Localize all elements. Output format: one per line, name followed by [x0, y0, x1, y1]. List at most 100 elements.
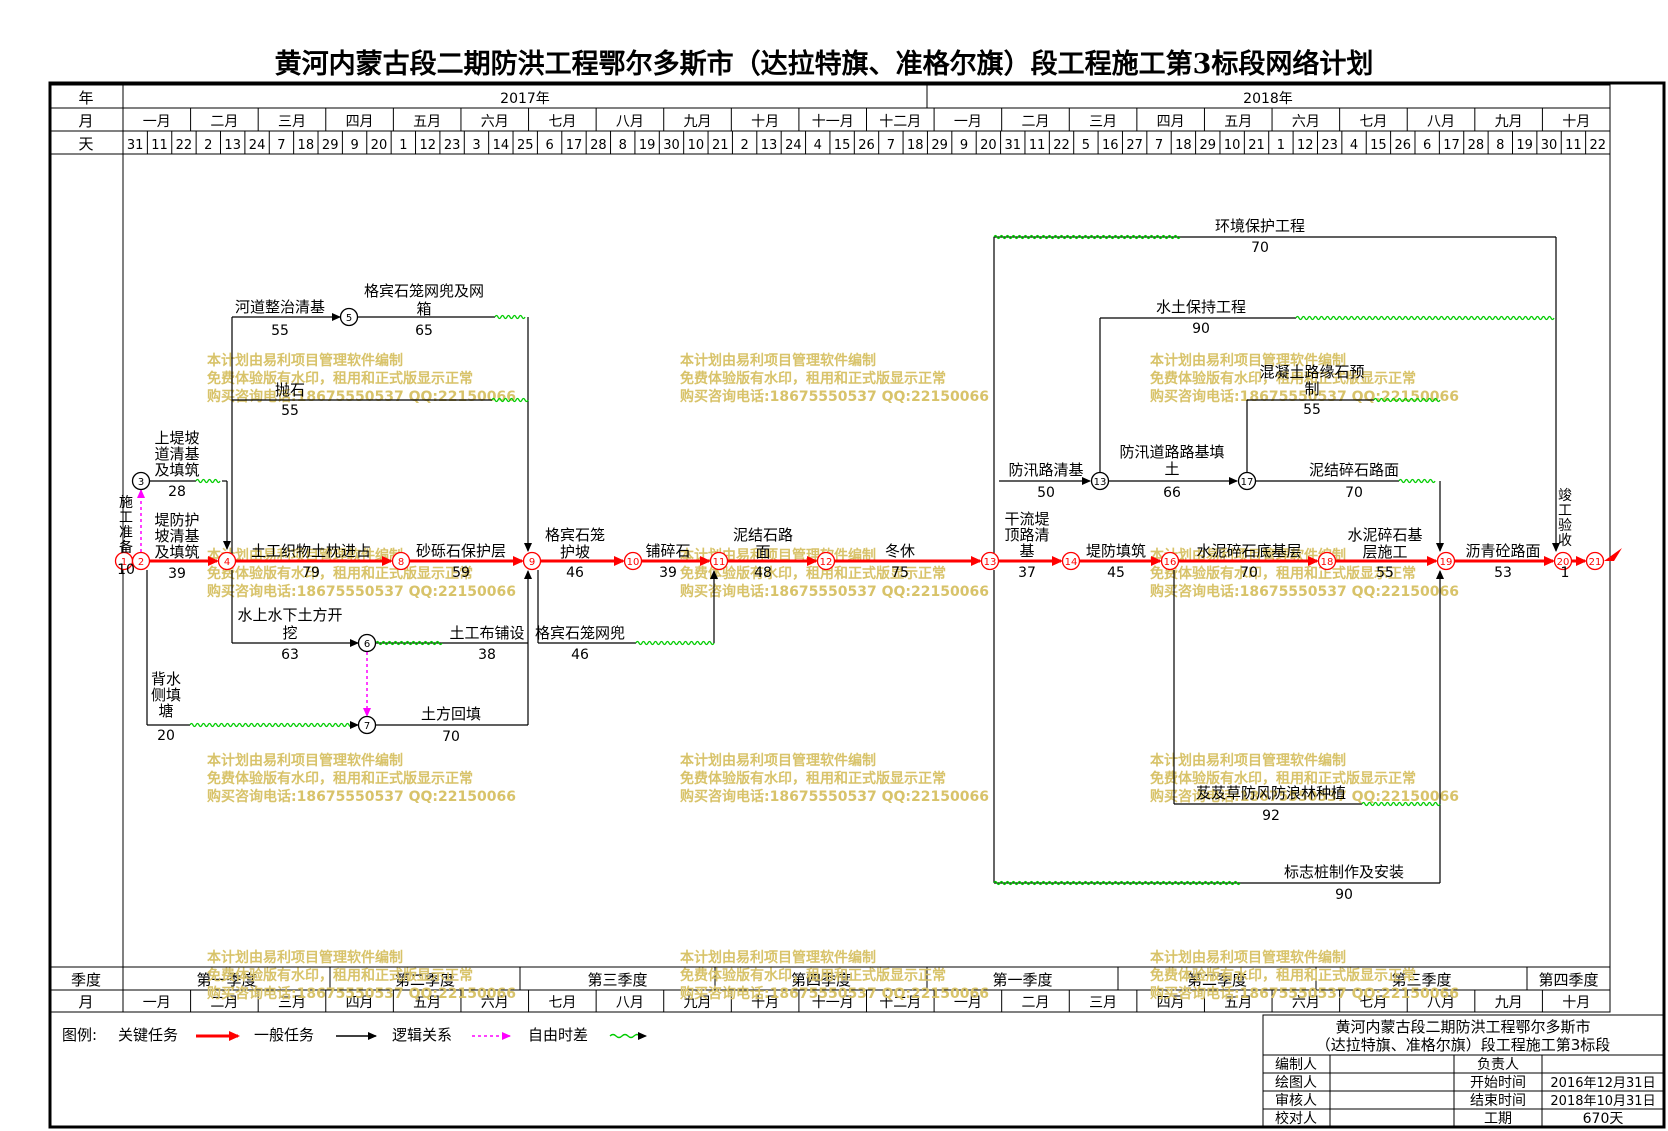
task-name: 堤防填筑	[1086, 542, 1146, 560]
network-node: 16	[1160, 551, 1180, 571]
task-duration: 20	[157, 728, 175, 744]
footer-month: 三月	[1089, 995, 1117, 1011]
network-node: 1	[114, 551, 134, 571]
free-float-wave	[1361, 801, 1441, 807]
task-duration: 55	[1303, 402, 1321, 418]
watermark-text: 本计划由易利项目管理软件编制	[1150, 949, 1346, 966]
network-node: 17	[1237, 471, 1257, 491]
footer-quarter: 第三季度	[1391, 971, 1451, 989]
task-name: 河道整治清基	[235, 298, 325, 316]
header-month: 一月	[954, 114, 982, 130]
watermark-group: 本计划由易利项目管理软件编制免费体验版有水印，租用和正式版显示正常购买咨询电话:…	[207, 352, 1459, 1002]
footer-month: 十一月	[812, 995, 854, 1011]
end-marker	[1604, 548, 1622, 561]
header-month: 五月	[413, 114, 441, 130]
title-block-project-line2: （达拉特旗、准格尔旗）段工程施工第3标段	[1316, 1036, 1611, 1054]
header-day: 31	[127, 138, 144, 153]
network-node: 5	[339, 307, 359, 327]
legend-label: 图例:	[62, 1026, 97, 1044]
task-duration: 46	[571, 647, 589, 663]
task-name: 土方回填	[421, 705, 481, 723]
title-block-project-line1: 黄河内蒙古段二期防洪工程鄂尔多斯市	[1335, 1018, 1590, 1036]
header-day: 14	[493, 138, 510, 153]
watermark-text: 购买咨询电话:18675550537 QQ:22150066	[680, 388, 989, 405]
task-name: 工	[1558, 503, 1572, 519]
network-node: 8	[391, 551, 411, 571]
header-month: 五月	[1224, 114, 1252, 130]
network-node: 13	[1090, 471, 1110, 491]
footer-quarter: 第一季度	[196, 971, 256, 989]
task-name: 防汛道路路基填	[1119, 443, 1224, 461]
header-day: 24	[249, 138, 266, 153]
header-month: 二月	[1021, 114, 1049, 130]
task-duration: 70	[1251, 240, 1269, 256]
legend-normal: 一般任务	[254, 1026, 314, 1044]
svg-text:20: 20	[1557, 557, 1570, 568]
footer-month: 十月	[1562, 995, 1590, 1011]
header-day: 13	[761, 138, 778, 153]
network-node: 13	[980, 551, 1000, 571]
footer-quarter: 第三季度	[587, 971, 647, 989]
svg-text:18: 18	[1321, 557, 1334, 568]
watermark-text: 本计划由易利项目管理软件编制	[680, 352, 876, 369]
watermark-text: 本计划由易利项目管理软件编制	[207, 949, 403, 966]
footer-quarter: 第一季度	[992, 971, 1052, 989]
header-months: 一月二月三月四月五月六月七月八月九月十月十一月十二月一月二月三月四月五月六月七月…	[143, 108, 1590, 131]
task-name: 基	[1019, 542, 1034, 560]
title-block-key-1: 开始时间	[1470, 1075, 1526, 1091]
task-duration: 46	[566, 565, 584, 581]
task-name: 准	[119, 525, 133, 541]
footer-month: 六月	[481, 995, 509, 1011]
task-name: 护坡	[560, 543, 590, 561]
header-month: 七月	[1359, 114, 1387, 130]
header-month: 四月	[1157, 114, 1185, 130]
footer-month: 八月	[616, 995, 644, 1011]
task-name: 泥结石路	[733, 526, 793, 544]
task-name: 格宾石笼网兜	[535, 624, 625, 642]
watermark-text: 免费体验版有水印，租用和正式版显示正常	[1150, 565, 1416, 582]
task-name: 箱	[416, 300, 431, 318]
task-duration: 75	[891, 565, 909, 581]
watermark-text: 购买咨询电话:18675550537 QQ:22150066	[680, 788, 989, 805]
network-node: 3	[131, 471, 151, 491]
header-day: 27	[1126, 138, 1143, 153]
svg-text:3: 3	[138, 477, 144, 488]
network-node: 18	[1317, 551, 1337, 571]
network-node: 6	[357, 633, 377, 653]
footer-month: 七月	[1359, 995, 1387, 1011]
watermark-text: 免费体验版有水印，租用和正式版显示正常	[207, 370, 473, 387]
task-duration: 92	[1262, 808, 1280, 824]
task-name: 沥青砼路面	[1465, 542, 1540, 560]
year-2017: 2017年	[500, 91, 550, 107]
task-duration: 66	[1163, 485, 1181, 501]
watermark-text: 本计划由易利项目管理软件编制	[1150, 352, 1346, 369]
task-name: 坡清基	[154, 527, 199, 545]
header-day: 15	[1370, 138, 1387, 153]
header-month: 三月	[278, 114, 306, 130]
task-name: 道清基	[154, 445, 199, 463]
header-month: 一月	[143, 114, 171, 130]
footer-month: 一月	[143, 995, 171, 1011]
task-duration: 55	[271, 323, 289, 339]
header-day: 24	[785, 138, 802, 153]
header-day: 3	[472, 138, 480, 153]
header-day: 19	[639, 138, 656, 153]
footer-quarter: 第二季度	[1187, 971, 1247, 989]
header-day: 4	[814, 138, 822, 153]
watermark-text: 购买咨询电话:18675550537 QQ:22150066	[207, 583, 516, 600]
task-name: 面	[755, 543, 770, 561]
svg-text:13: 13	[984, 557, 997, 568]
task-duration: 63	[281, 647, 299, 663]
task-duration: 65	[415, 323, 433, 339]
watermark-text: 购买咨询电话:18675550537 QQ:22150066	[1150, 583, 1459, 600]
task-name: 塘	[158, 702, 173, 720]
header-day: 21	[1248, 138, 1265, 153]
svg-text:2: 2	[138, 557, 144, 568]
free-float-wave	[1398, 478, 1436, 484]
title-block-value-1: 2016年12月31日	[1550, 1076, 1655, 1091]
header-day: 18	[1175, 138, 1192, 153]
task-duration: 28	[168, 484, 186, 500]
title-block-label-1: 绘图人	[1275, 1075, 1317, 1091]
task-duration: 55	[1376, 565, 1394, 581]
